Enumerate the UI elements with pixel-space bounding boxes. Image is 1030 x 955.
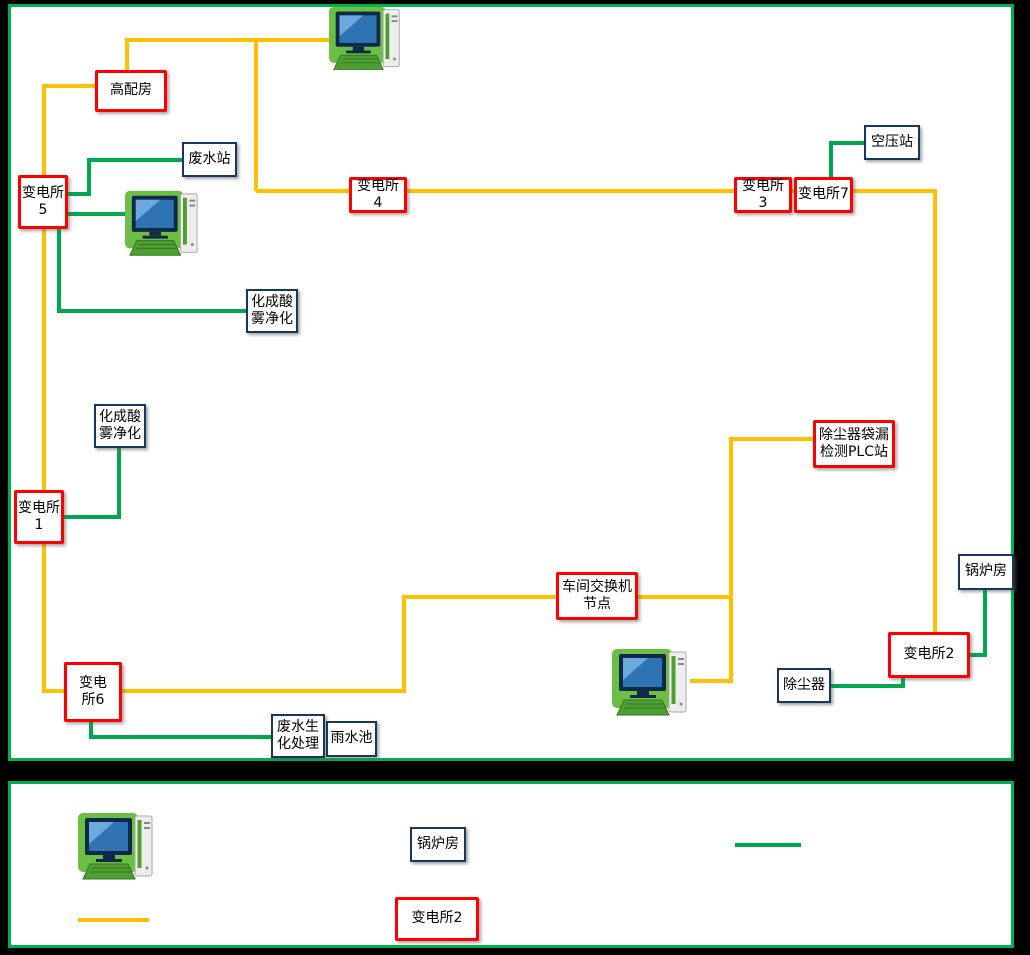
node-label: 变电所 5 xyxy=(22,184,64,219)
node-label: 空压站 xyxy=(871,133,913,150)
node-biandiansuo2: 变电所2 xyxy=(888,632,970,678)
node-chuchenqi: 除尘器 xyxy=(777,668,831,703)
node-feishui-shenghua: 废水生 化处理 xyxy=(271,714,325,758)
node-biandiansuo6: 变电 所6 xyxy=(64,662,122,722)
node-biandiansuo7: 变电所7 xyxy=(794,177,853,213)
node-label: 化成酸 雾净化 xyxy=(251,293,293,328)
node-label: 雨水池 xyxy=(330,730,373,747)
node-label: 变电所3 xyxy=(742,177,784,212)
legend-substation-box: 变电所2 xyxy=(395,897,479,941)
workstation-icon xyxy=(124,188,204,268)
node-biandiansuo5: 变电所 5 xyxy=(18,175,68,229)
legend-workstation-icon xyxy=(78,810,158,892)
node-label: 变电所2 xyxy=(411,910,463,927)
workstation-icon xyxy=(328,4,406,82)
node-label: 锅炉房 xyxy=(417,835,459,852)
legend-station-box: 锅炉房 xyxy=(410,827,466,862)
main-diagram-panel xyxy=(8,4,1014,761)
node-huachengsuanwu-2: 化成酸 雾净化 xyxy=(94,404,146,448)
node-label: 变电所7 xyxy=(798,186,849,203)
node-label: 车间交换机 节点 xyxy=(562,578,632,613)
node-biandiansuo1: 变电所 1 xyxy=(14,490,64,544)
node-gaopeifang: 高配房 xyxy=(95,70,167,112)
node-label: 化成酸 雾净化 xyxy=(99,408,141,443)
node-label: 除尘器袋漏 检测PLC站 xyxy=(819,426,889,461)
node-label: 废水站 xyxy=(188,150,231,167)
node-feishuizhan: 废水站 xyxy=(182,142,237,177)
node-label: 变电所4 xyxy=(357,177,399,212)
legend-panel xyxy=(8,781,1014,948)
node-biandiansuo4: 变电所4 xyxy=(349,177,407,213)
node-huachengsuanwu-1: 化成酸 雾净化 xyxy=(246,289,298,333)
node-chejian-jiaohuanji: 车间交换机 节点 xyxy=(556,572,638,620)
node-guolufang: 锅炉房 xyxy=(958,554,1014,590)
node-biandiansuo3: 变电所3 xyxy=(734,177,792,213)
node-kongyazhan: 空压站 xyxy=(864,125,920,160)
node-label: 变电所 1 xyxy=(18,499,60,534)
workstation-icon xyxy=(612,646,692,728)
node-label: 锅炉房 xyxy=(965,563,1007,580)
node-yushuichi: 雨水池 xyxy=(326,721,377,757)
node-label: 废水生 化处理 xyxy=(277,718,319,753)
node-label: 变电所2 xyxy=(903,646,955,663)
node-label: 变电 所6 xyxy=(79,674,107,709)
node-label: 高配房 xyxy=(110,82,152,99)
node-plc-station: 除尘器袋漏 检测PLC站 xyxy=(813,420,895,468)
node-label: 除尘器 xyxy=(783,676,825,693)
